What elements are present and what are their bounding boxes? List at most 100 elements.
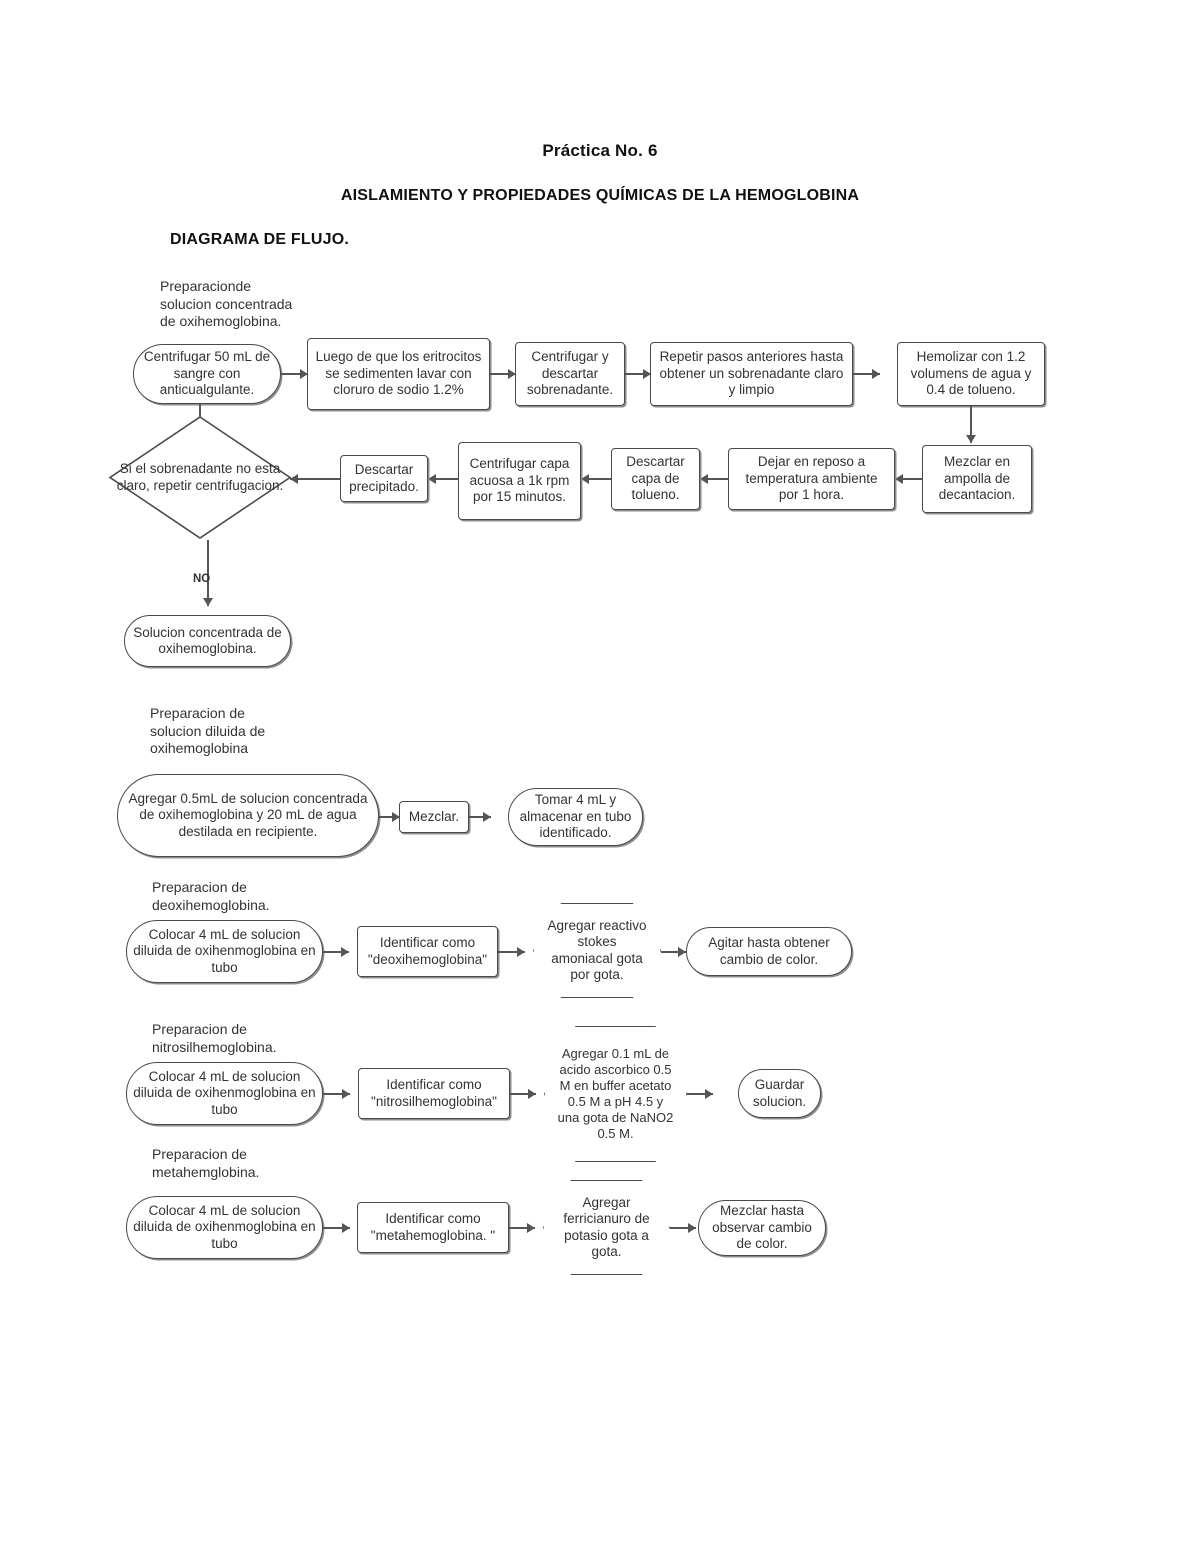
- arrowhead-deoxi-colocar-to-identificar: [341, 947, 349, 957]
- arrowhead-nitrosil-colocar-to-identificar: [342, 1089, 350, 1099]
- node-dejar-reposo: Dejar en reposo a temperatura ambiente p…: [728, 448, 895, 510]
- connector-deoxi-colocar-to-identificar: [323, 951, 349, 953]
- node-centrifugar-capa-acuosa-label: Centrifugar capa acuosa a 1k rpm por 15 …: [469, 456, 570, 505]
- node-meta-colocar-label: Colocar 4 mL de solucion diluida de oxih…: [133, 1202, 316, 1251]
- connector-decision-loopback: [199, 404, 201, 418]
- connector-repetir-to-hemolizar: [853, 373, 880, 375]
- connector-meta-colocar-to-identificar: [323, 1227, 350, 1229]
- arrowhead-nitrosil-identificar-to-agregar: [528, 1089, 536, 1099]
- node-centrifugar-sangre-label: Centrifugar 50 mL de sangre con anticual…: [143, 349, 271, 398]
- node-lavar-eritrocitos-label: Luego de que los eritrocitos se sediment…: [315, 349, 482, 398]
- arrowhead-tolueno-to-centrifugar-acuosa: [581, 474, 589, 484]
- node-ampolla-decantacion-label: Mezclar en ampolla de decantacion.: [938, 454, 1016, 503]
- node-meta-mezclar: Mezclar hasta observar cambio de color.: [698, 1200, 826, 1256]
- node-centrifugar-descartar: Centrifugar y descartar sobrenadante.: [515, 342, 625, 406]
- node-agregar-solucion-diluida-label: Agregar 0.5mL de solucion concentrada de…: [128, 790, 368, 839]
- caption-nitrosilhemoglobina: Preparacion de nitrosilhemoglobina.: [152, 1021, 277, 1055]
- node-descartar-precipitado: Descartar precipitado.: [340, 455, 428, 502]
- node-tomar-almacenar-label: Tomar 4 mL y almacenar en tubo identific…: [519, 792, 632, 841]
- node-decision-sobrenadante: Si el sobrenadante no esta claro, repeti…: [108, 415, 292, 540]
- node-solucion-concentrada-final-label: Solucion concentrada de oxihemoglobina.: [133, 624, 282, 656]
- node-deoxi-agregar-stokes: Agregar reactivo stokes amoniacal gota p…: [533, 903, 661, 998]
- arrowhead-reposo-to-descartar-tolueno: [700, 474, 708, 484]
- section-heading-diagrama: DIAGRAMA DE FLUJO.: [170, 231, 350, 248]
- connector-precipitado-to-decision: [290, 478, 340, 480]
- node-solucion-concentrada-final: Solucion concentrada de oxihemoglobina.: [124, 615, 291, 667]
- node-repetir-pasos-label: Repetir pasos anteriores hasta obtener u…: [659, 349, 844, 398]
- node-deoxi-agitar-label: Agitar hasta obtener cambio de color.: [708, 935, 830, 967]
- connector-reposo-to-descartar-tolueno: [700, 478, 728, 480]
- node-deoxi-agregar-stokes-label: Agregar reactivo stokes amoniacal gota p…: [547, 917, 647, 982]
- arrowhead-deoxi-agregar-to-agitar: [678, 947, 686, 957]
- arrowhead-meta-agregar-to-mezclar: [688, 1223, 696, 1233]
- node-nitrosil-colocar-label: Colocar 4 mL de solucion diluida de oxih…: [133, 1068, 316, 1117]
- node-meta-agregar-ferricianuro: Agregar ferricianuro de potasio gota a g…: [543, 1180, 670, 1275]
- arrowhead-acuosa-to-descartar-precipitado: [428, 474, 436, 484]
- arrowhead-hemolizar-to-ampolla: [966, 435, 976, 443]
- node-mezclar-diluida: Mezclar.: [399, 801, 469, 833]
- node-mezclar-diluida-label: Mezclar.: [408, 808, 460, 824]
- connector-ampolla-to-reposo: [895, 478, 922, 480]
- page-title-main: AISLAMIENTO Y PROPIEDADES QUÍMICAS DE LA…: [340, 187, 860, 204]
- arrowhead-meta-colocar-to-identificar: [342, 1223, 350, 1233]
- node-nitrosil-guardar: Guardar solucion.: [738, 1069, 821, 1118]
- node-tomar-almacenar: Tomar 4 mL y almacenar en tubo identific…: [508, 788, 643, 846]
- arrowhead-deoxi-identificar-to-agregar: [517, 947, 525, 957]
- node-deoxi-identificar: Identificar como "deoxihemoglobina": [357, 926, 498, 977]
- connector-lavar-to-centrifugar: [490, 373, 516, 375]
- connector-tolueno-to-centrifugar-acuosa: [581, 478, 611, 480]
- connector-deoxi-identificar-to-agregar: [498, 951, 525, 953]
- arrowhead-start-to-lavar: [300, 369, 308, 379]
- connector-nitrosil-colocar-to-identificar: [323, 1093, 350, 1095]
- connector-hemolizar-to-ampolla: [970, 406, 972, 443]
- caption-solucion-concentrada: Preparacionde solucion concentrada de ox…: [160, 278, 293, 329]
- node-centrifugar-descartar-label: Centrifugar y descartar sobrenadante.: [526, 349, 614, 398]
- node-nitrosil-agregar-ascorbico: Agregar 0.1 mL de acido ascorbico 0.5 M …: [544, 1026, 687, 1162]
- connector-centrifugar-to-repetir: [625, 373, 651, 375]
- connector-deoxi-agregar-to-agitar: [661, 951, 686, 953]
- arrowhead-lavar-to-centrifugar: [508, 369, 516, 379]
- connector-start-to-lavar: [281, 373, 308, 375]
- node-nitrosil-agregar-ascorbico-label: Agregar 0.1 mL de acido ascorbico 0.5 M …: [557, 1046, 674, 1141]
- node-dejar-reposo-label: Dejar en reposo a temperatura ambiente p…: [745, 454, 878, 503]
- node-descartar-precipitado-label: Descartar precipitado.: [349, 462, 419, 494]
- caption-deoxihemoglobina: Preparacion de deoxihemoglobina.: [152, 879, 270, 913]
- node-meta-agregar-ferricianuro-label: Agregar ferricianuro de potasio gota a g…: [563, 1194, 650, 1259]
- arrowhead-precipitado-to-decision: [290, 474, 298, 484]
- node-descartar-tolueno-label: Descartar capa de tolueno.: [626, 454, 685, 503]
- node-deoxi-colocar: Colocar 4 mL de solucion diluida de oxih…: [126, 920, 323, 983]
- arrowhead-centrifugar-to-repetir: [643, 369, 651, 379]
- connector-meta-agregar-to-mezclar: [670, 1227, 696, 1229]
- node-hemolizar: Hemolizar con 1.2 volumens de agua y 0.4…: [897, 342, 1045, 406]
- node-nitrosil-identificar: Identificar como "nitrosilhemoglobina": [358, 1068, 510, 1119]
- caption-solucion-diluida: Preparacion de solucion diluida de oxihe…: [150, 705, 266, 756]
- arrowhead-meta-identificar-to-agregar: [527, 1223, 535, 1233]
- node-repetir-pasos: Repetir pasos anteriores hasta obtener u…: [650, 342, 853, 406]
- node-decision-sobrenadante-label: Si el sobrenadante no esta claro, repeti…: [116, 461, 284, 493]
- node-nitrosil-identificar-label: Identificar como "nitrosilhemoglobina": [371, 1077, 497, 1109]
- arrowhead-nitrosil-agregar-to-guardar: [705, 1089, 713, 1099]
- arrowhead-agregar-to-mezclar: [392, 812, 400, 822]
- node-deoxi-identificar-label: Identificar como "deoxihemoglobina": [367, 935, 488, 967]
- page-title-practica: Práctica No. 6: [542, 141, 658, 160]
- arrowhead-repetir-to-hemolizar: [872, 369, 880, 379]
- node-meta-identificar-label: Identificar como "metahemoglobina. ": [370, 1211, 496, 1243]
- decision-diamond-shape: [108, 415, 292, 540]
- node-nitrosil-guardar-label: Guardar solucion.: [752, 1077, 807, 1109]
- connector-mezclar-to-tomar: [469, 816, 491, 818]
- connector-agregar-to-mezclar: [379, 816, 400, 818]
- node-meta-colocar: Colocar 4 mL de solucion diluida de oxih…: [126, 1196, 323, 1259]
- node-agregar-solucion-diluida: Agregar 0.5mL de solucion concentrada de…: [117, 774, 379, 857]
- caption-metahemoglobina: Preparacion de metahemglobina.: [152, 1146, 260, 1180]
- node-centrifugar-sangre: Centrifugar 50 mL de sangre con anticual…: [133, 344, 281, 404]
- connector-meta-identificar-to-agregar: [509, 1227, 535, 1229]
- branch-label-no: NO: [193, 573, 211, 585]
- arrowhead-ampolla-to-reposo: [895, 474, 903, 484]
- connector-decision-no-branch: [207, 540, 209, 606]
- node-meta-mezclar-label: Mezclar hasta observar cambio de color.: [712, 1203, 812, 1252]
- node-deoxi-agitar: Agitar hasta obtener cambio de color.: [686, 927, 852, 976]
- arrowhead-mezclar-to-tomar: [483, 812, 491, 822]
- node-descartar-tolueno: Descartar capa de tolueno.: [611, 448, 700, 510]
- connector-acuosa-to-descartar-precipitado: [428, 478, 458, 480]
